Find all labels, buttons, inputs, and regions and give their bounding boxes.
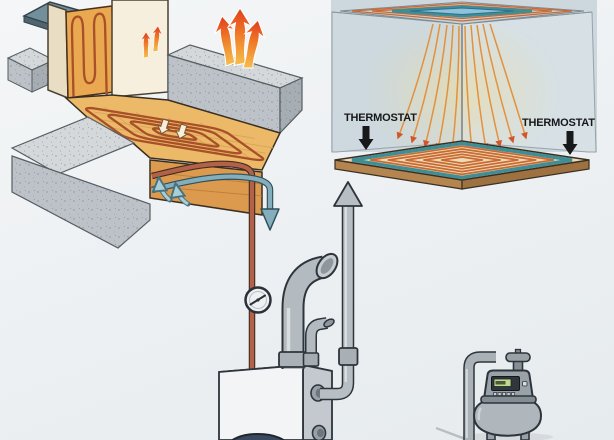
ceiling-manifold-band	[391, 5, 533, 18]
meter-buttons	[493, 392, 516, 396]
gas-meter	[472, 348, 543, 440]
wall-pillar	[47, 2, 69, 100]
ground-shadow-line	[435, 426, 469, 440]
flue-collar	[278, 351, 307, 368]
meter-lcd-digits	[495, 381, 506, 385]
gas-meter-assembly	[435, 348, 553, 440]
gauge-hub	[256, 298, 260, 302]
supply-pipe-copper	[151, 160, 256, 370]
ceiling-coil-loop	[351, 2, 573, 22]
thermostat-left: THERMOSTAT	[344, 112, 417, 150]
concrete-slab-face	[11, 155, 151, 249]
concrete-ledge-back	[166, 44, 304, 135]
floor-radiant-slab	[334, 140, 590, 190]
pressure-gauge	[244, 286, 272, 314]
meter-neck-band	[480, 395, 537, 404]
return-flow-arrow-icon	[260, 208, 280, 231]
thermostat-right: THERMOSTAT	[522, 117, 595, 155]
floor-heating-cutaway	[6, 0, 304, 370]
concrete-ledge-left	[10, 116, 136, 175]
vent-pipe-coupling	[338, 347, 359, 366]
boiler	[218, 252, 339, 440]
wall-panel-coil	[72, 13, 107, 101]
boiler-front	[218, 364, 304, 440]
heat-flow-lines	[396, 23, 528, 153]
relief-pipe-opening	[323, 318, 335, 328]
thermostat-left-label: THERMOSTAT	[344, 112, 417, 124]
concrete-block	[6, 47, 56, 93]
back-wall	[111, 0, 169, 98]
exhaust-vent-arrow	[320, 181, 363, 401]
return-curl-arrows	[159, 180, 191, 207]
ceiling-center-panel	[409, 7, 515, 16]
flue-bell-opening	[320, 258, 334, 274]
gauge-dial-ring	[249, 291, 267, 309]
meter-valve-handle	[505, 352, 531, 363]
wall-heating-panel	[66, 6, 114, 101]
vent-arrowhead-icon	[333, 181, 363, 207]
meter-indicator	[522, 381, 528, 387]
gas-supply-pipe	[463, 351, 496, 440]
ceiling-radiant-panel	[339, 1, 585, 25]
room-heat-flow-panel: THERMOSTAT THERMOSTAT	[331, 0, 597, 190]
meter-body-highlight	[477, 407, 483, 421]
flue-elbow-pipe	[278, 252, 339, 369]
relief-pipe	[302, 317, 335, 367]
thermostat-right-label: THERMOSTAT	[522, 117, 595, 129]
boiler-port-lower-hole	[317, 428, 324, 438]
floor-manifold-band	[351, 141, 573, 180]
meter-body	[472, 401, 543, 437]
floor-coil-loops	[369, 145, 555, 176]
relief-pipe-collar	[302, 352, 320, 367]
burner-viewport	[231, 433, 285, 440]
floor-surface	[334, 140, 590, 181]
